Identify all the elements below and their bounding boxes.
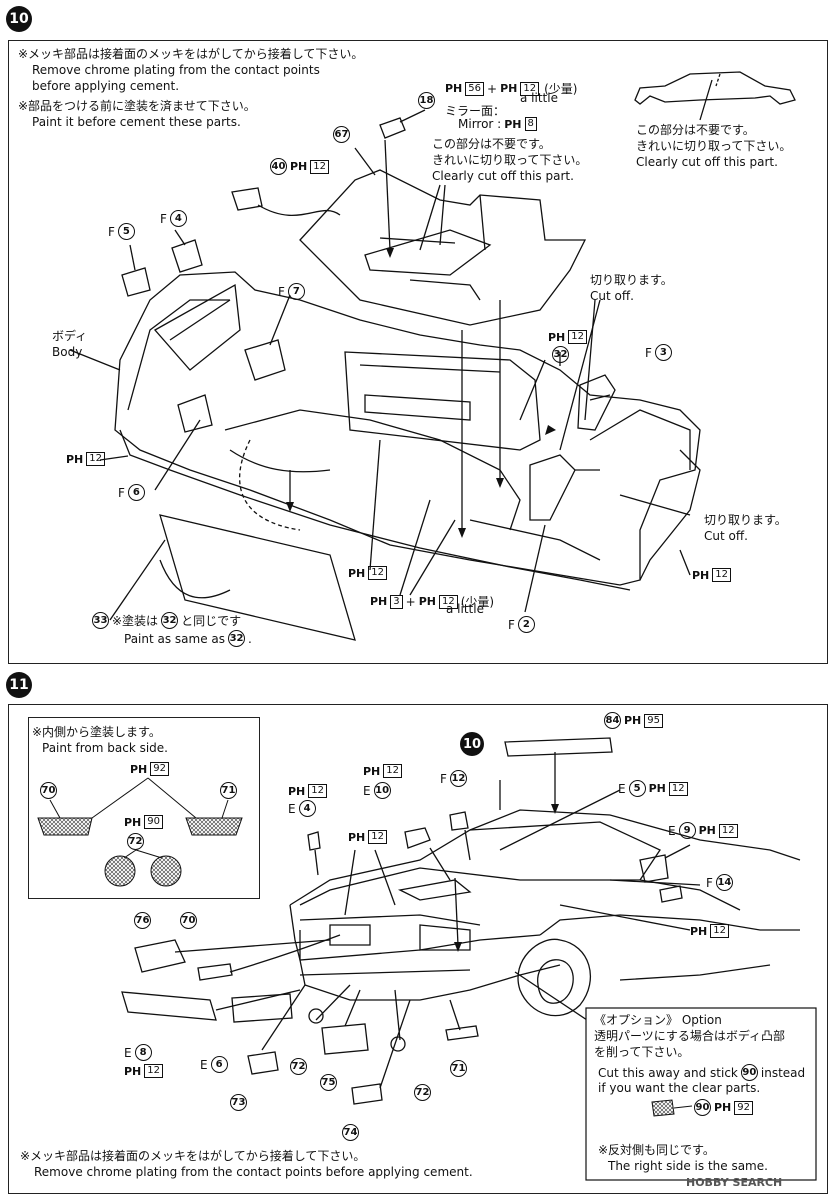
mirror-spec: ミラー面： [445,104,506,118]
part-75-label: 75 [320,1074,337,1091]
option-box-text: 《オプション》 Option 透明パーツにする場合はボディ凸部 を削って下さい。 [594,1013,786,1059]
part-70-label: 70 [180,912,197,929]
inset-part71: 71 [220,782,237,799]
option-en-line2: if you want the clear parts. [598,1081,761,1095]
step-11-number: 11 [6,672,32,698]
step-11-frame [8,704,828,1194]
inset-part70: 70 [40,782,57,799]
part-76-label: 76 [134,912,151,929]
cutoff-note-lower: 切り取ります。 Cut off. [704,513,787,543]
cutoff-note-upper: 切り取ります。 Cut off. [590,273,673,303]
paint-18-little: a little [520,91,558,105]
part-32-label: 32 [552,346,569,363]
step10-paint-note: ※部品をつける前に塗装を済ませて下さい。 Paint it before cem… [18,99,256,129]
inset-note: ※内側から塗装します。 Paint from back side. [32,725,168,755]
part-74-label: 74 [342,1124,359,1141]
step-10-number: 10 [6,6,32,32]
cut-note-right: この部分は不要です。 きれいに切り取って下さい。 Clearly cut off… [636,123,792,169]
part-72-right-label: 72 [414,1084,431,1101]
hobby-search-watermark: HOBBY SEARCH [686,1176,783,1189]
step10-ref-label: 10 [460,732,484,756]
part-67-label: 67 [333,126,350,143]
paint-inset-box [28,717,260,899]
part-71-label: 71 [450,1060,467,1077]
part-73-label: 73 [230,1094,247,1111]
step-10-frame [8,40,828,664]
body-label: ボディ Body [52,329,88,359]
step10-chrome-note: ※メッキ部品は接着面のメッキをはがしてから接着して下さい。 Remove chr… [18,47,364,93]
option-right-side-note: ※反対側も同じです。 The right side is the same. [598,1143,768,1173]
cut-note-center: この部分は不要です。 きれいに切り取って下さい。 Clearly cut off… [432,137,588,183]
part-18-label: 18 [418,92,435,109]
ph3-little-en: a little [446,602,484,616]
part-72-left-label: 72 [290,1058,307,1075]
step11-chrome-note: ※メッキ部品は接着面のメッキをはがしてから接着して下さい。 Remove chr… [20,1149,473,1179]
inset-part72: 72 [127,833,144,850]
